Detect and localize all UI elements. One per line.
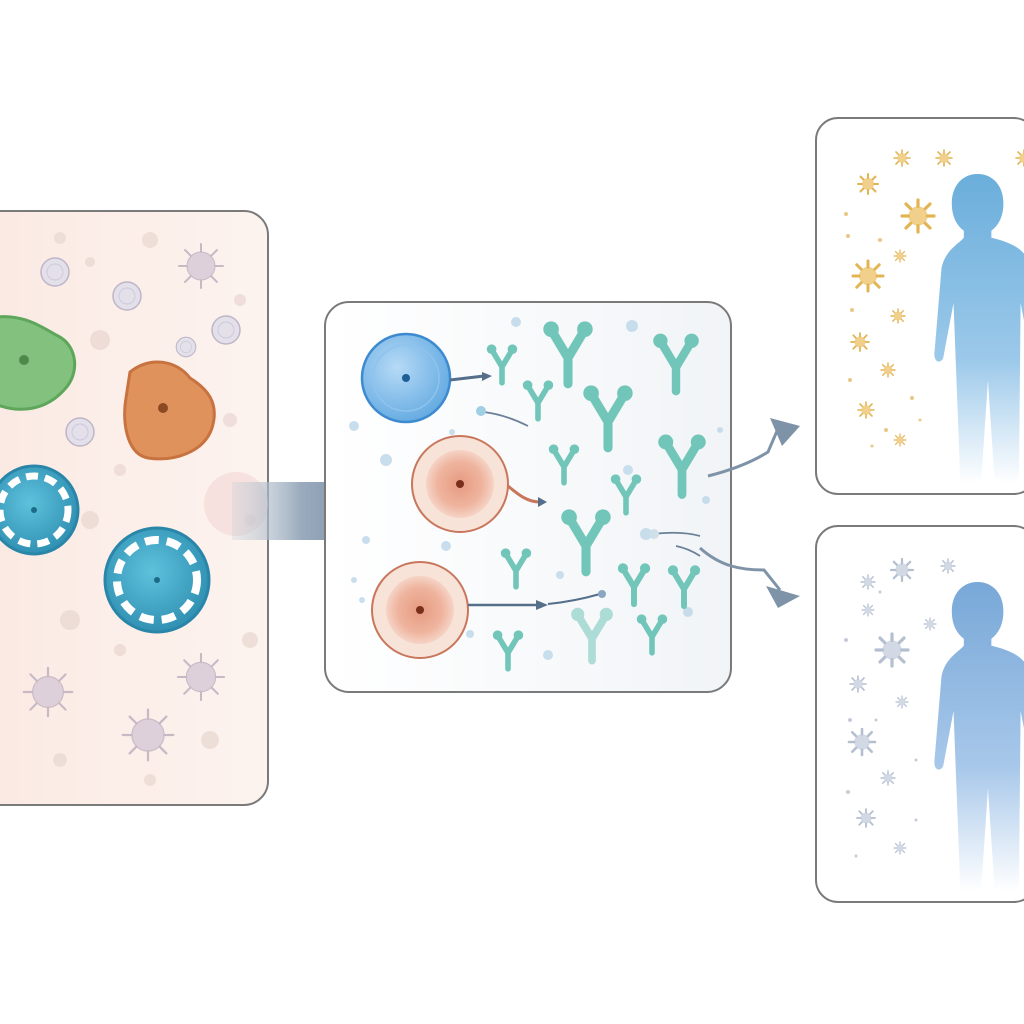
panel-antigen-exposure: [0, 210, 269, 806]
plasma-cell-upper: [411, 435, 547, 533]
teal-cell-large: [103, 526, 211, 634]
orange-cell: [123, 360, 216, 461]
antibody-stream: [476, 406, 701, 557]
b-cell: [360, 332, 492, 424]
arrow-to-protected: [707, 418, 800, 478]
panel-outcome-protected: [815, 117, 1024, 495]
panel-antibody-response: [324, 301, 732, 693]
arrow-to-exposed: [698, 546, 800, 608]
background-dots: [844, 212, 922, 448]
teal-cell-left: [0, 464, 80, 556]
panel-outcome-exposed: [815, 525, 1024, 903]
background-dots: [844, 590, 918, 858]
plasma-cell-lower: [371, 561, 606, 659]
green-cell: [0, 315, 77, 411]
